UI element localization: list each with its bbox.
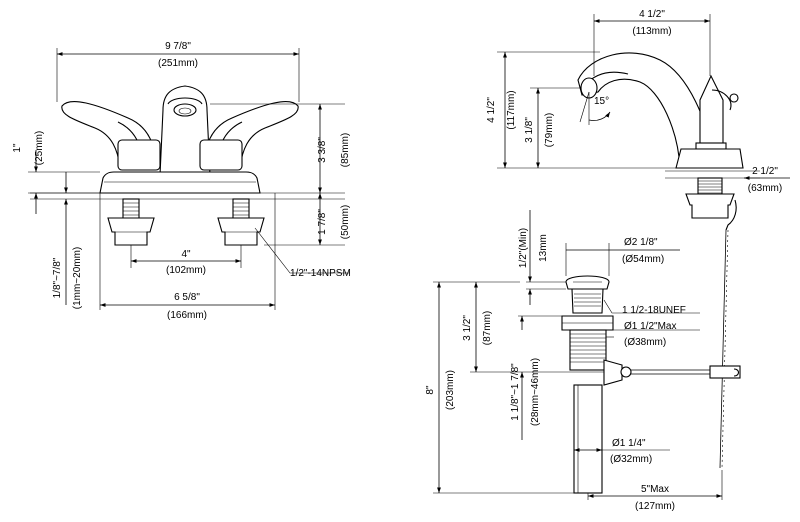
spout-height-mm-label: (85mm): [340, 133, 351, 167]
spout: [159, 85, 211, 176]
spout-reach-label: 4 1/2": [639, 9, 665, 20]
body-diameter-mm-label: (Ø38mm): [624, 337, 666, 348]
front-view: 9 7/8" (251mm) 1" (25mm) 3 3/8" (85mm) 1…: [12, 41, 351, 321]
total-length-label: 8": [425, 385, 436, 395]
spout-height-label: 3 3/8": [317, 137, 328, 163]
side-view: 4 1/2" (113mm) 4 1/2" (117mm) 3 1/8" (79…: [486, 9, 790, 469]
flange-diameter-mm-label: (Ø54mm): [622, 254, 664, 265]
thread-note-label: 1/2"-14NPSM: [290, 268, 351, 279]
base-depth-label: 2 1/2": [752, 166, 778, 177]
pivot-range-mm-label: (28mm~46mm): [530, 358, 541, 426]
overall-width-label: 9 7/8": [165, 41, 191, 52]
left-shank: [107, 198, 155, 246]
tail-diameter-mm-label: (Ø32mm): [610, 454, 652, 465]
shank-length-mm-label: (50mm): [340, 205, 351, 239]
center-spacing-label: 4": [181, 249, 191, 260]
base-width-mm-label: (166mm): [167, 310, 207, 321]
deck-thickness-label: 1/8"~7/8": [52, 257, 63, 298]
pivot-range-label: 1 1/8"~1 7/8": [510, 363, 521, 421]
drain-view: 1/2"(Min) 13mm Ø2 1/8" (Ø54mm) 1 1/2-18U…: [425, 210, 741, 512]
total-length-mm-label: (203mm): [445, 370, 456, 410]
spout-angle-label: 15°: [594, 96, 609, 107]
base-depth-mm-label: (63mm): [748, 183, 782, 194]
rod-reach-mm-label: (127mm): [635, 501, 675, 512]
thread-spec-label: 1 1/2-18UNEF: [622, 305, 686, 316]
deck-thickness-mm-label: (1mm~20mm): [72, 247, 83, 310]
tail-diameter-label: Ø1 1/4": [612, 438, 646, 449]
total-height-label: 4 1/2": [486, 97, 497, 123]
tail-piece: [573, 384, 603, 494]
drain-flange: [565, 275, 610, 290]
body-diameter-label: Ø1 1/2"Max: [624, 321, 676, 332]
right-shank: [217, 198, 265, 246]
faucet-base: [99, 171, 261, 194]
flange-height-label: 1/2"(Min): [518, 228, 529, 268]
handle-height-label: 1": [12, 143, 23, 153]
flange-height-mm-label: 13mm: [538, 234, 549, 262]
outlet-height-label: 3 1/8": [524, 117, 535, 143]
center-spacing-mm-label: (102mm): [166, 265, 206, 276]
rod-reach-label: 5"Max: [641, 484, 669, 495]
shank-length-label: 1 7/8": [317, 209, 328, 235]
total-height-mm-label: (117mm): [506, 90, 517, 129]
base-width-label: 6 5/8": [174, 292, 200, 303]
upper-length-mm-label: (87mm): [482, 311, 493, 345]
spout-reach-mm-label: (113mm): [632, 26, 671, 37]
overall-width-mm-label: (251mm): [158, 58, 198, 69]
flange-diameter-label: Ø2 1/8": [624, 237, 658, 248]
side-handle: [699, 74, 724, 144]
upper-length-label: 3 1/2": [462, 315, 473, 341]
outlet-height-mm-label: (79mm): [544, 113, 555, 147]
handle-height-mm-label: (25mm): [34, 131, 45, 165]
